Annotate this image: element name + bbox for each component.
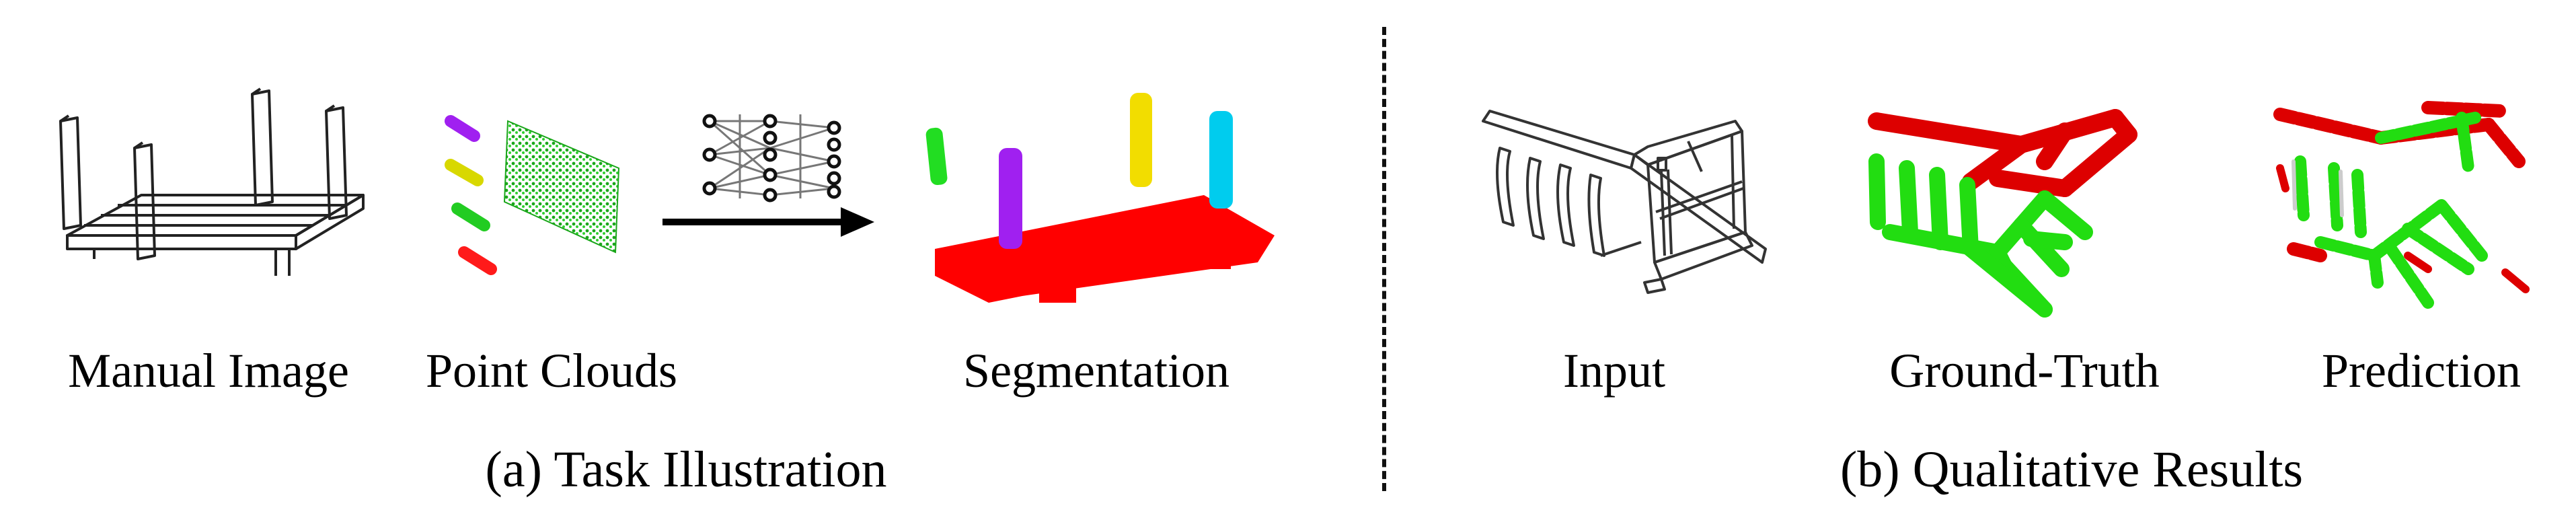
- manual-image-drawing: [59, 87, 365, 276]
- manual-image-label: Manual Image: [68, 344, 349, 398]
- input-label: Input: [1563, 344, 1665, 398]
- neural-network-icon: [702, 114, 841, 202]
- segmentation-label: Segmentation: [963, 344, 1229, 398]
- point-clouds-label: Point Clouds: [425, 344, 678, 398]
- segmentation-drawing: [925, 93, 1275, 303]
- ground-truth-label: Ground-Truth: [1889, 344, 2160, 398]
- arrow-right-icon: [662, 207, 874, 237]
- point-clouds-drawing: [445, 115, 620, 275]
- panel-b-caption: (b) Qualitative Results: [1840, 441, 2304, 498]
- prediction-label: Prediction: [2322, 344, 2521, 398]
- panel-a-caption: (a) Task Illustration: [485, 441, 887, 498]
- panel-divider: [1382, 27, 1386, 491]
- input-chair-drawing: [1482, 110, 1767, 294]
- ground-truth-drawing: [1868, 109, 2137, 318]
- prediction-drawing: [2273, 101, 2530, 309]
